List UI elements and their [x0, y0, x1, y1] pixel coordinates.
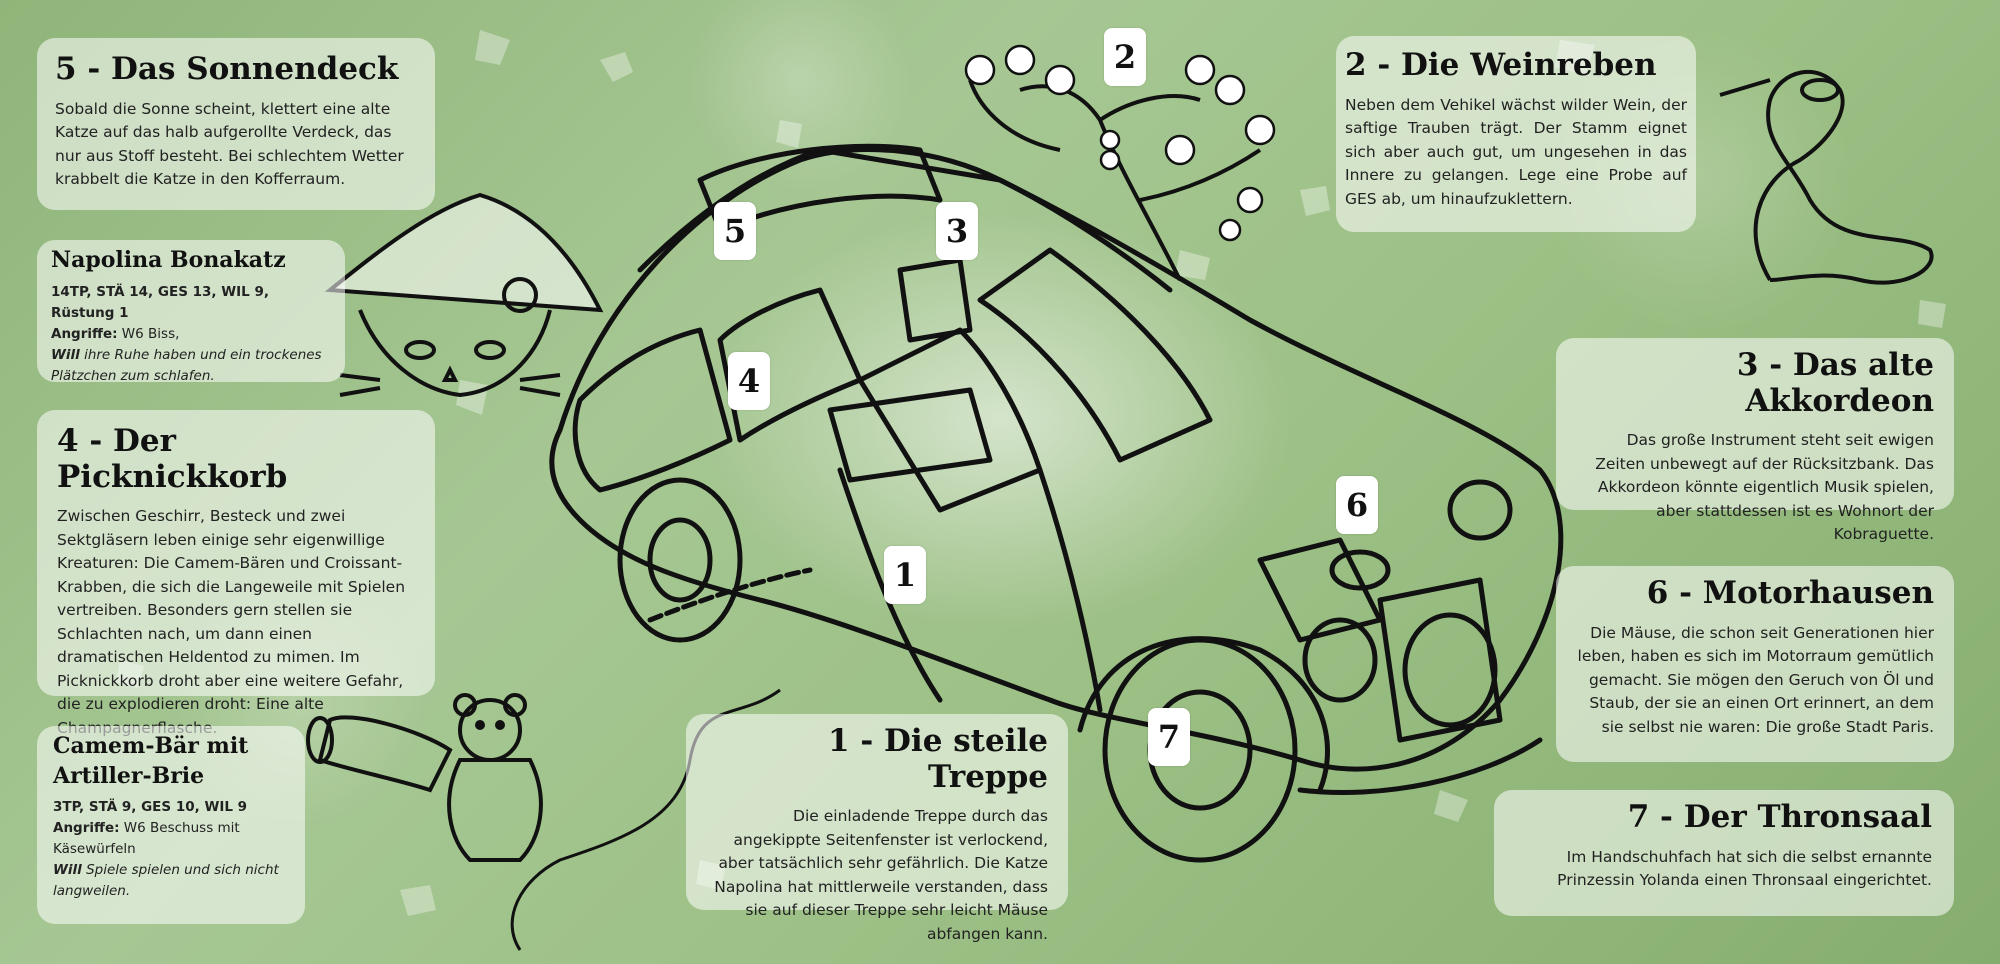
accordion — [897, 257, 973, 343]
marker-1: 1 — [884, 546, 926, 604]
headlight-left — [1302, 617, 1378, 703]
picnic-basket — [827, 387, 993, 483]
marker-2: 2 — [1104, 28, 1146, 86]
rear-wheel — [617, 477, 743, 643]
creature-name: Napolina Bonakatz — [51, 247, 286, 273]
room-title: 5 - Das Sonnendeck — [55, 51, 399, 87]
side-window-front — [857, 327, 1043, 513]
room-panel-3: 3 - Das alte Akkordeon Das große Instrum… — [1556, 338, 1954, 543]
creature-attacks: Angriffe: W6 Biss, — [51, 325, 180, 342]
creature-card-napolina: Napolina Bonakatz 14TP, STÄ 14, GES 13, … — [37, 240, 345, 384]
creature-stats: 3TP, STÄ 9, GES 10, WIL 9 — [53, 799, 248, 816]
roof-line — [637, 147, 1173, 293]
room-panel-1: 1 - Die steile Treppe Die einladende Tre… — [686, 714, 1068, 943]
room-panel-2: 2 - Die Weinreben Neben dem Vehikel wäch… — [1336, 36, 1696, 232]
marker-3: 3 — [936, 202, 978, 260]
background-splotches — [116, 30, 1946, 916]
creature-will: Will ihre Ruhe haben und ein trockenes P… — [51, 346, 322, 384]
side-window-rear — [717, 287, 863, 443]
room-text: Die Mäuse, die schon seit Generationen h… — [1577, 623, 1934, 736]
room-text: Zwischen Geschirr, Besteck und zwei Sekt… — [57, 507, 406, 737]
engine-block — [1257, 537, 1383, 643]
rear-window — [572, 327, 733, 493]
bumper — [1297, 737, 1543, 796]
vine-drawing — [964, 44, 1276, 281]
cobra-drawing — [1719, 70, 1934, 285]
creature-card-camem-baer: Camem-Bär mit Artiller-Brie 3TP, STÄ 9, … — [37, 726, 305, 924]
room-panel-6: 6 - Motorhausen Die Mäuse, die schon sei… — [1556, 566, 1954, 762]
rear-wheel-hub — [647, 517, 713, 603]
creature-name: Camem-Bär mit Artiller-Brie — [53, 733, 249, 789]
roof-canvas — [697, 143, 943, 233]
car-body-outline — [549, 147, 1564, 772]
room-text: Die einladende Treppe durch das angekipp… — [714, 807, 1048, 943]
room-panel-4: 4 - Der Picknickkorb Zwischen Geschirr, … — [37, 410, 435, 737]
creature-will: Will Spiele spielen und sich nicht langw… — [53, 862, 279, 900]
room-text: Das große Instrument steht seit ewigen Z… — [1595, 431, 1934, 544]
grille — [1377, 577, 1503, 743]
room-title: 4 - Der Picknickkorb — [57, 423, 288, 495]
marker-6: 6 — [1336, 476, 1378, 534]
front-fender — [1077, 636, 1330, 793]
room-text: Im Handschuhfach hat sich die selbst ern… — [1557, 847, 1932, 890]
room-panel-5: 5 - Das Sonnendeck Sobald die Sonne sche… — [37, 38, 435, 210]
marker-7: 7 — [1148, 708, 1190, 766]
engine-cap — [1329, 549, 1391, 591]
horn-light — [1447, 479, 1513, 541]
room-title: 7 - Der Thronsaal — [1627, 799, 1932, 835]
headlight-right — [1402, 612, 1498, 728]
door-line-2 — [1037, 467, 1103, 713]
marker-4: 4 — [728, 352, 770, 410]
creature-attacks: Angriffe: W6 Beschuss mit Käsewürfeln — [53, 820, 240, 858]
cat-with-hat-drawing — [324, 192, 604, 398]
creature-stats: 14TP, STÄ 14, GES 13, WIL 9, Rüstung 1 — [51, 283, 269, 321]
room-text: Neben dem Vehikel wächst wilder Wein, de… — [1345, 95, 1687, 208]
stairs — [647, 567, 813, 623]
room-panel-7: 7 - Der Thronsaal Im Handschuhfach hat s… — [1494, 790, 1954, 916]
room-title: 3 - Das alte Akkordeon — [1736, 347, 1934, 419]
car-drawing — [549, 143, 1564, 863]
room-title: 6 - Motorhausen — [1646, 575, 1934, 611]
room-text: Sobald die Sonne scheint, klettert eine … — [55, 99, 404, 189]
smoke-trail — [510, 688, 781, 951]
windscreen — [977, 247, 1213, 463]
bear-drawing — [306, 693, 543, 862]
marker-5: 5 — [714, 202, 756, 260]
room-title: 1 - Die steile Treppe — [828, 723, 1048, 795]
room-title: 2 - Die Weinreben — [1345, 47, 1657, 83]
